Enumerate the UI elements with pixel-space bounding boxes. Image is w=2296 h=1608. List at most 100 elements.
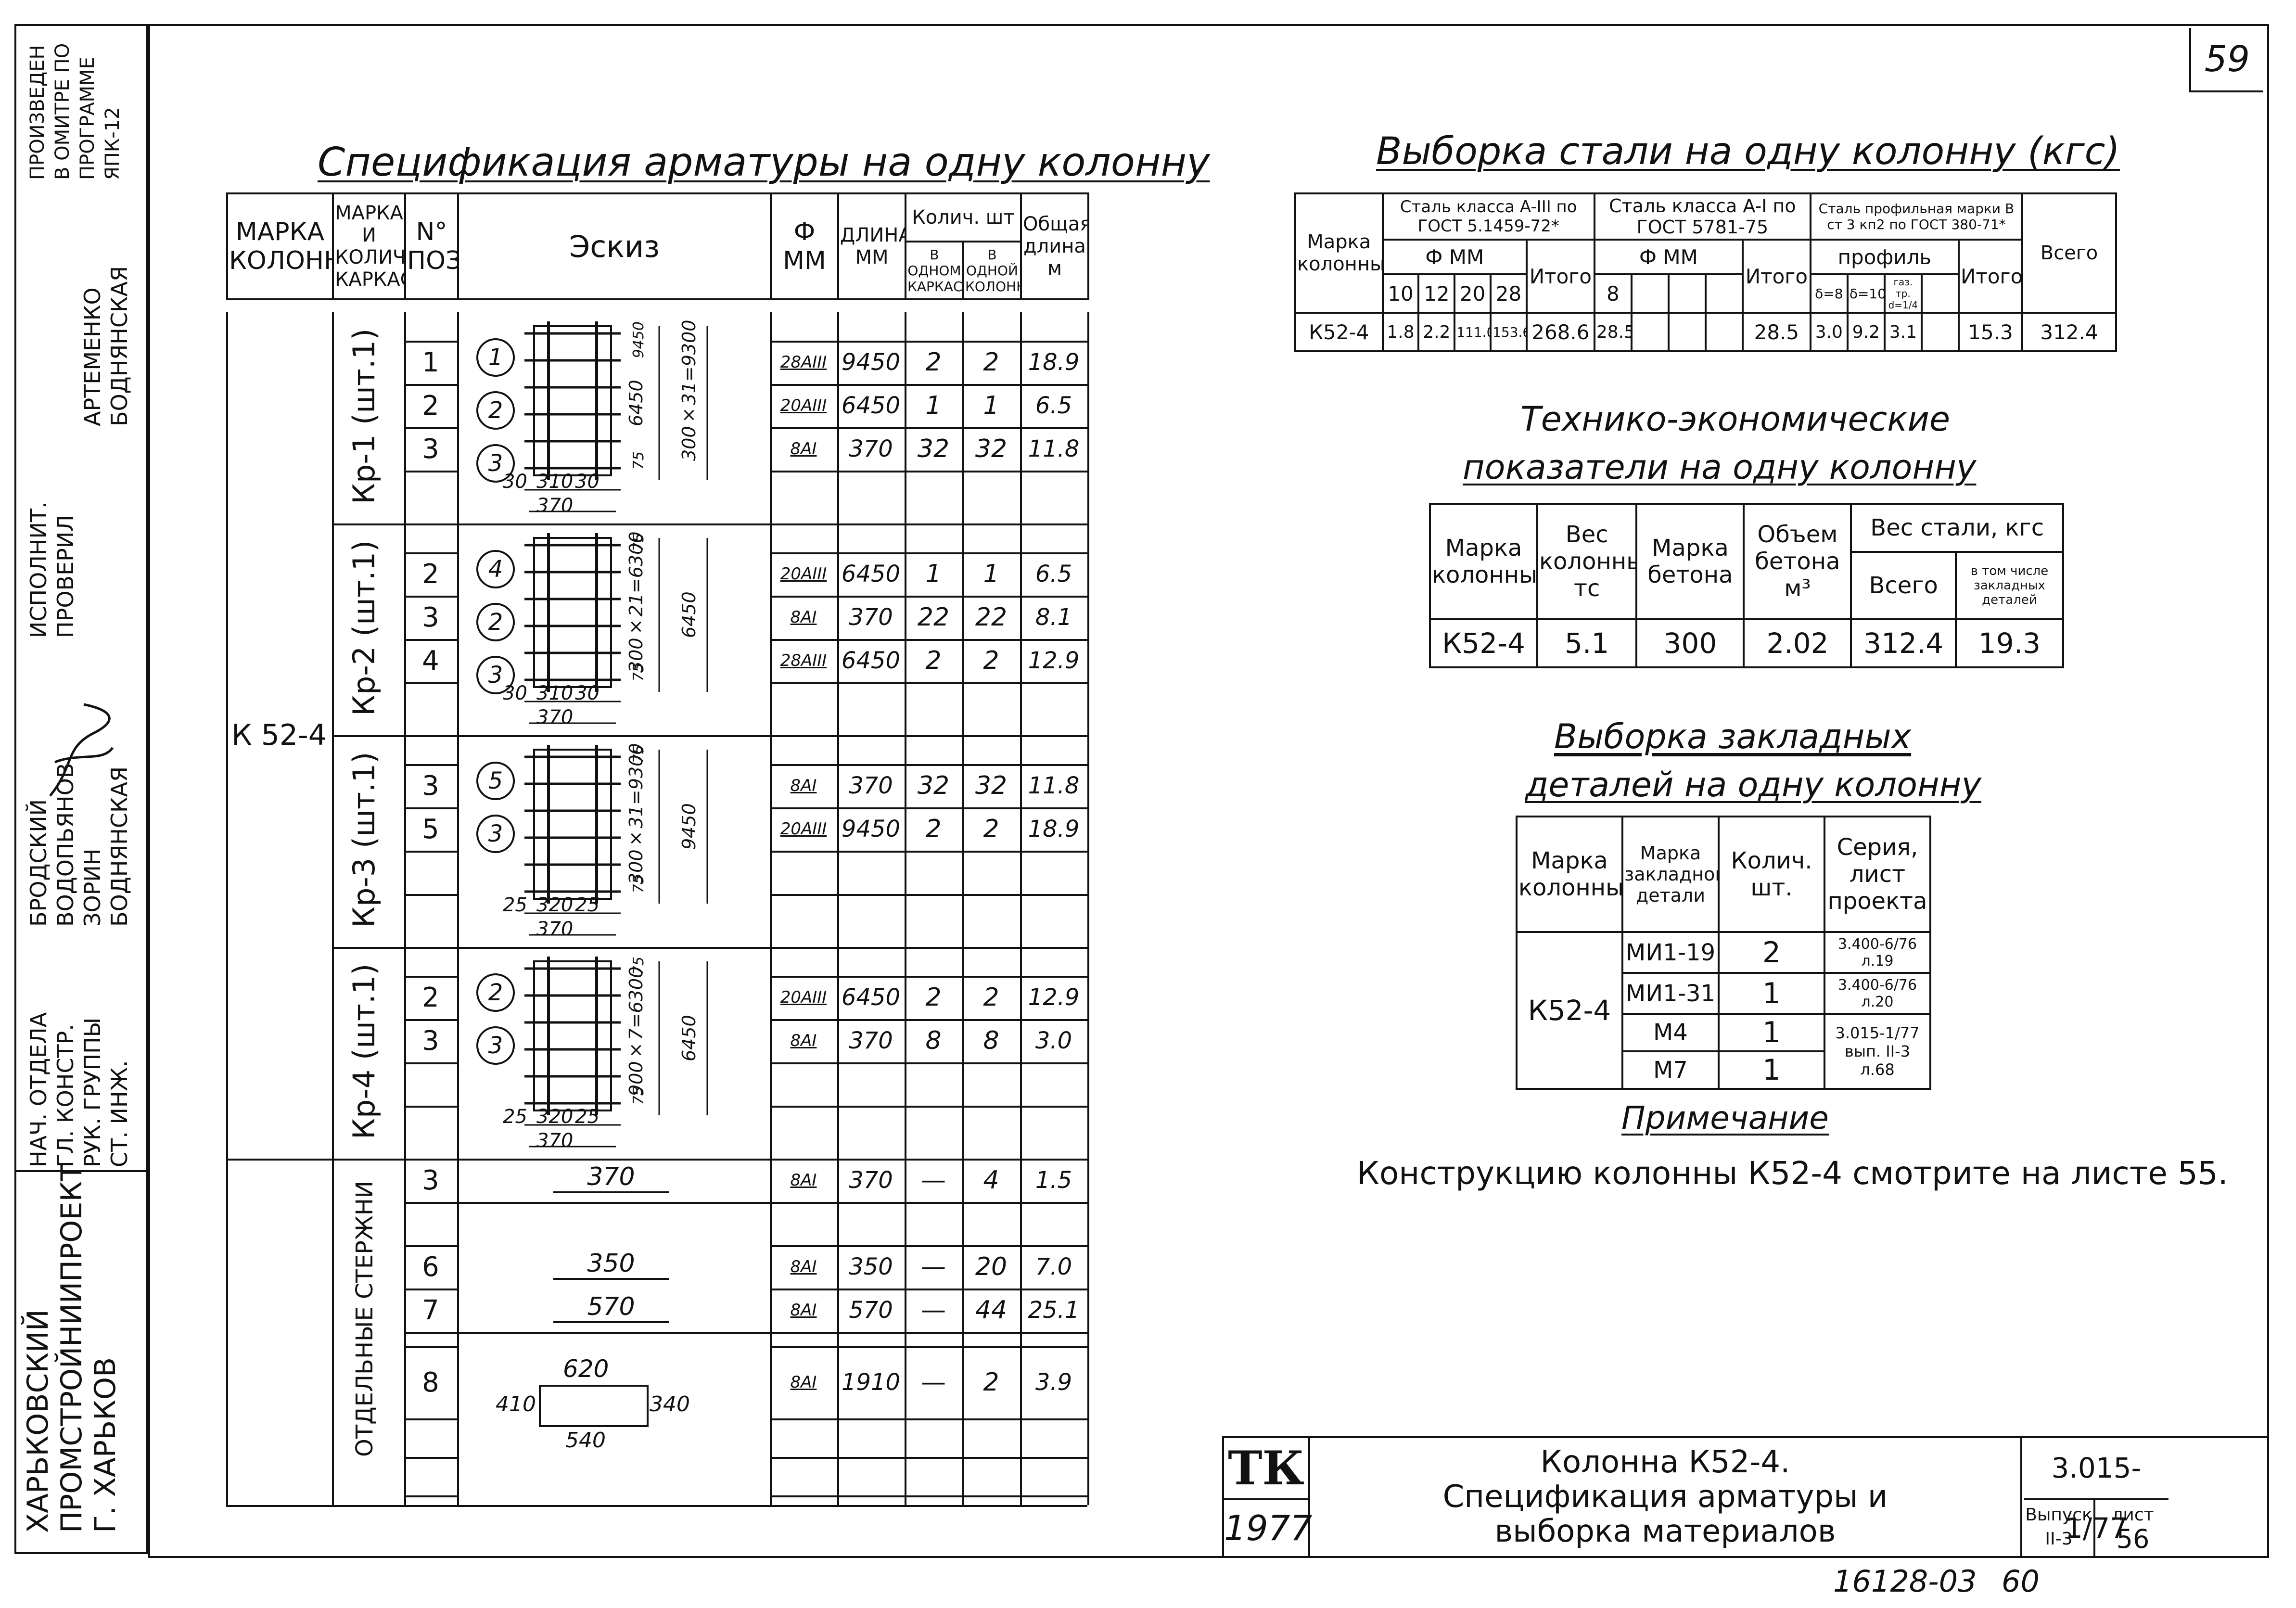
steel-h-fmm-a3: Ф ММ [1381,239,1528,275]
pos-cell: 1 [422,346,439,378]
dim-label: 30 [503,471,527,493]
tech-h-volume: Объем бетона м³ [1743,503,1852,620]
diam-cell: 8AI [790,608,817,627]
qty-col-cell: 1 [983,391,999,420]
len-cell: 370 [849,772,893,799]
len-cell [837,1062,905,1106]
pos-cell [404,851,457,894]
qty-frame-cell [905,851,962,894]
steel-title: Выборка стали на одну колонну (кгс) [1376,130,2120,173]
steel-d-prof: газ. тр. d=1/4 [1883,273,1923,314]
qty-col-cell: 22 [975,603,1008,632]
bar-sketch-label: 350 [553,1249,669,1280]
steel-h-prof: Сталь профильная марки В ст 3 кп2 по ГОС… [1809,192,2024,241]
diam-cell: 8AI [790,776,817,795]
spec-h-length: ДЛИНА ММ [837,192,906,300]
row-line [404,764,457,766]
emb-r-part: М4 [1621,1013,1720,1052]
dim-label: 320 [536,1106,574,1128]
steel-h-itogo-prof: Итого [1957,239,2024,314]
stamp-note: ПРОИЗВЕДЕН В ОМИТРЕ ПО ПРОГРАММЕ ЯПК-12 [25,36,125,180]
tech-r-concrete: 300 [1635,618,1745,668]
emb-h-mark: Марка колонны [1516,816,1623,933]
len-cell: 370 [849,1027,893,1054]
stamp-role: ГЛ. КОНСТР. [52,1024,78,1167]
total-cell: 7.0 [1035,1253,1072,1280]
dim-label-small: 9450 [630,321,647,358]
diam-cell: 20AIII [780,396,827,415]
total-cell: 8.1 [1035,604,1072,631]
steel-d-prof: δ=10 [1846,273,1886,314]
tb-series: 3.015-1/77 [2024,1438,2168,1544]
spec-col-line [962,312,964,1505]
stamp-role: ПРОВЕРИЛ [52,515,78,638]
spec-h-pos: N° ПОЗ [404,192,459,300]
len-cell: 9450 [841,816,901,842]
stamp-note-line: В ОМИТРЕ ПО [51,43,74,180]
stamp-role: ИСПОЛНИТ. [26,501,51,638]
qty-col-cell [962,851,1020,894]
tech-title-1: Технико-экономические [1520,399,1951,439]
left-stamp: ХАРЬКОВСКИЙ ПРОМСТРОЙНИИПРОЕКТ Г. ХАРЬКО… [14,24,148,1554]
dim-label-small: 75 [630,1086,647,1105]
emb-r-qty: 1 [1718,1050,1825,1090]
len-cell: 9450 [841,349,901,376]
tech-r-volume: 2.02 [1743,618,1852,668]
bottom-code: 16128-03 [1833,1564,1977,1599]
emb-h-series: Серия, лист проекта [1824,816,1931,933]
steel-d-a1 [1630,273,1670,314]
spec-table: МАРКА КОЛОННЫ МАРКА И КОЛИЧ. КАРКАСОВ N°… [226,192,1089,300]
row-line [770,764,1087,766]
row-line [770,471,1087,472]
qty-col-cell: 2 [983,815,999,843]
emb-r-part: МИ1-31 [1621,972,1720,1015]
pos-cell: 5 [422,813,439,845]
steel-r-a3: 153.6 [1490,312,1528,352]
row-line [404,1332,457,1334]
row-line [770,1346,1087,1348]
position-circle: 3 [476,656,515,694]
spec-title: Спецификация арматуры на одну колонну [318,140,1210,185]
steel-d-prof: δ=8 [1809,273,1849,314]
steel-table: Марка колонны Сталь класса A-III по ГОСТ… [1294,192,2117,352]
qty-col-cell: 1 [983,560,999,588]
qty-frame-cell: 22 [917,603,950,632]
dim-label-vertical: 900×7=6300 [625,966,647,1096]
pos-cell: 3 [422,601,439,633]
qty-frame-cell: 2 [925,983,942,1012]
qty-frame-cell: — [921,1296,946,1325]
steel-r-a3: 111.0 [1454,312,1492,352]
pos-cell: 3 [422,1025,439,1057]
qty-col-cell: 8 [983,1026,999,1055]
frame-label: Кр-4 (шт.1) [346,963,382,1139]
qty-col-cell: 32 [975,434,1008,463]
row-line [770,1495,1087,1497]
stamp-names-2: АРТЕМЕНКО БОДНЯНСКАЯ [79,224,133,426]
row-line [404,1289,457,1290]
diam-cell [770,851,837,894]
emb-title-2: деталей на одну колонну [1525,765,1981,804]
frame-sketch [524,745,708,936]
spec-col-line [905,312,906,1505]
stamp-divider [16,1170,146,1172]
diam-cell: 8AI [790,1171,817,1190]
steel-d-a3: 28 [1490,273,1528,314]
qty-frame-cell [905,1062,962,1106]
steel-r-a1: 28.5 [1593,312,1633,352]
row-line [770,1332,1087,1334]
len-cell: 6450 [841,984,901,1011]
frame-sketch [524,321,708,512]
row-line [404,1106,457,1108]
stamp-role: НАЧ. ОТДЕЛА [26,1012,51,1167]
steel-r-prof: 3.0 [1809,312,1849,352]
total-cell: 12.9 [1028,647,1080,674]
dim-label-small: 75 [630,451,647,470]
row-line [404,552,457,554]
len-cell: 370 [849,604,893,631]
diam-cell [770,1062,837,1106]
qty-frame-cell: 1 [925,391,942,420]
steel-d-prof [1920,273,1960,314]
row-line [770,1457,1087,1459]
row-line [770,1106,1087,1108]
